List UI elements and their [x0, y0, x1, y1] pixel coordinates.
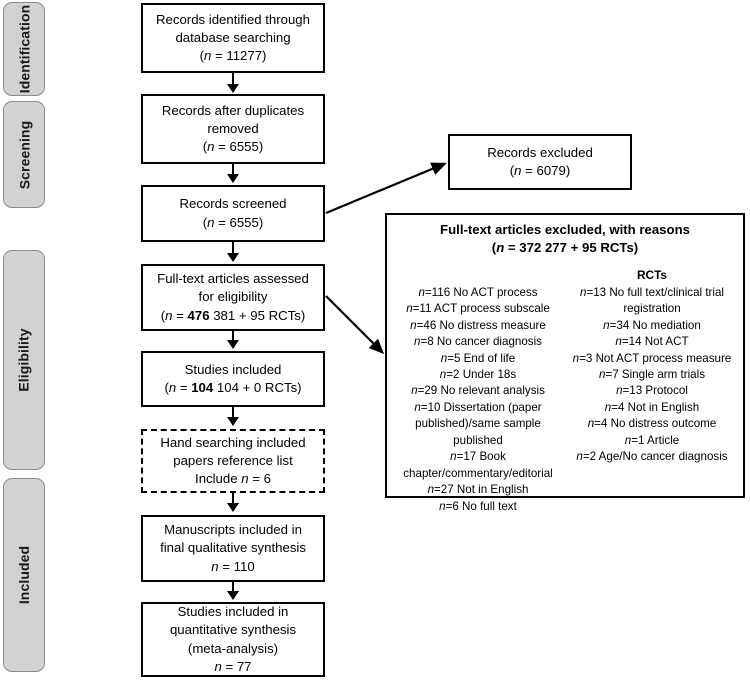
panel-full-text-excluded: Full-text articles excluded, with reason… — [385, 213, 745, 513]
exclusion-reason: n=46 No distress measure — [410, 318, 546, 332]
connector-arrow-1 — [227, 84, 239, 93]
exclusion-column-left-heading — [395, 267, 561, 284]
box-line-count: (n = 11277) — [199, 48, 267, 64]
box-line: Studies included — [184, 361, 282, 377]
exclusion-panel-subtitle: (n = 372 277 + 95 RCTs) — [491, 240, 639, 256]
box-line: Records after duplicates — [161, 102, 305, 118]
exclusion-reason: n=13 Protocol — [616, 384, 688, 398]
box-line-count: (n = 476 381 + 95 RCTs) — [160, 307, 306, 323]
exclusion-reason: n=10 Dissertation (paper — [414, 400, 542, 414]
box-line-count: n = 77 — [214, 658, 252, 674]
connector-arrow-4 — [227, 340, 239, 349]
box-line-count: (n = 6079) — [509, 163, 571, 178]
box-line: Records identified through — [156, 11, 310, 27]
connector-4 — [232, 331, 235, 343]
connector-5 — [232, 407, 235, 420]
stage-label-identification: Identification — [16, 4, 33, 94]
stage-label-eligibility: Eligibility — [16, 328, 33, 392]
box-manuscripts-qualitative: Manuscripts included in final qualitativ… — [141, 515, 325, 582]
box-line-count: (n = 104 104 + 0 RCTs) — [164, 380, 302, 395]
box-line-count: Include n = 6 — [195, 471, 271, 487]
box-full-text-assessed: Full-text articles assessed for eligibil… — [141, 264, 325, 331]
box-line: final qualitative synthesis — [160, 540, 306, 556]
box-line: Hand searching included — [160, 434, 306, 450]
box-records-after-duplicates: Records after duplicates removed (n = 65… — [141, 94, 325, 164]
connector-screened-to-excluded — [325, 162, 447, 215]
exclusion-panel-title-text: Full-text articles excluded, with reason… — [440, 222, 690, 237]
exclusion-column-right: RCTs n=13 No full text/clinical trial re… — [565, 267, 739, 515]
box-line: database searching — [175, 29, 291, 45]
exclusion-reason: n=4 Not in English — [604, 400, 700, 414]
box-line: removed — [207, 120, 259, 136]
exclusion-reason: n=27 Not in English — [427, 483, 529, 497]
box-records-excluded: Records excluded (n = 6079) — [448, 134, 632, 190]
exclusion-reason: n=34 No mediation — [603, 318, 701, 332]
exclusion-reason: n=116 No ACT process — [418, 285, 538, 299]
box-line: Records excluded — [487, 144, 593, 160]
box-line: Manuscripts included in — [164, 522, 302, 538]
box-studies-included: Studies included (n = 104 104 + 0 RCTs) — [141, 351, 325, 407]
connector-1 — [232, 73, 235, 87]
connector-arrow-5 — [227, 417, 239, 426]
exclusion-reason: n=11 ACT process subscale — [406, 302, 550, 316]
exclusion-reason: n=17 Book — [450, 450, 506, 464]
box-records-identified: Records identified through database sear… — [141, 3, 325, 73]
exclusion-reason: n=29 No relevant analysis — [411, 384, 545, 398]
exclusion-reason: n=13 No full text/clinical trial — [579, 285, 725, 299]
exclusion-reason: chapter/commentary/editorial — [403, 466, 553, 480]
exclusion-reason: n=4 No distress outcome — [587, 417, 717, 431]
exclusion-reason: published — [453, 433, 503, 447]
stage-bar-eligibility: Eligibility — [3, 250, 45, 470]
box-hand-searching: Hand searching included papers reference… — [141, 429, 325, 493]
exclusion-reason: n=14 Not ACT — [615, 335, 689, 349]
exclusion-reason: published)/same sample — [415, 417, 541, 431]
box-line: (meta-analysis) — [187, 640, 279, 656]
exclusion-reason: n=2 Age/No cancer diagnosis — [576, 450, 728, 464]
connector-arrow-6 — [227, 503, 239, 512]
connector-fulltext-to-exclusions — [325, 295, 385, 355]
box-line: for eligibility — [198, 289, 268, 305]
connector-arrow-2 — [227, 174, 239, 183]
box-line: papers reference list — [173, 452, 293, 468]
exclusion-reason: registration — [623, 302, 681, 316]
connector-3 — [232, 242, 235, 256]
connector-7 — [232, 582, 235, 594]
box-line-count: n = 110 — [211, 558, 255, 574]
exclusion-reason: n=5 End of life — [440, 351, 516, 365]
box-line-count: (n = 6555) — [202, 214, 264, 230]
box-records-screened: Records screened (n = 6555) — [141, 185, 325, 242]
connector-2 — [232, 164, 235, 177]
stage-bar-identification: Identification — [3, 2, 45, 96]
box-line: Studies included in — [177, 604, 289, 620]
stage-label-screening: Screening — [16, 120, 32, 189]
exclusion-reason: n=2 Under 18s — [439, 367, 517, 381]
exclusion-reason: n=1 Article — [624, 433, 680, 447]
box-line: Full-text articles assessed — [157, 271, 309, 287]
exclusion-reason: n=8 No cancer diagnosis — [414, 335, 542, 349]
exclusion-reason: n=3 Not ACT process measure — [572, 351, 732, 365]
connector-arrow-7 — [227, 591, 239, 600]
box-studies-quantitative: Studies included in quantitative synthes… — [141, 602, 325, 677]
exclusion-column-left: n=116 No ACT process n=11 ACT process su… — [391, 267, 565, 515]
box-line: quantitative synthesis — [169, 622, 297, 638]
connector-arrow-3 — [227, 253, 239, 262]
box-line: Records screened — [179, 196, 287, 212]
stage-label-included: Included — [16, 545, 33, 605]
box-line-count: (n = 6555) — [202, 139, 264, 155]
exclusion-reason: n=6 No full text — [439, 499, 517, 513]
stage-bar-included: Included — [3, 478, 45, 672]
exclusion-column-right-heading: RCTs — [637, 267, 667, 282]
stage-bar-screening: Screening — [3, 101, 45, 208]
exclusion-panel-title: Full-text articles excluded, with reason… — [391, 221, 739, 258]
connector-6 — [232, 493, 235, 506]
exclusion-reason: n=7 Single arm trials — [598, 367, 705, 381]
